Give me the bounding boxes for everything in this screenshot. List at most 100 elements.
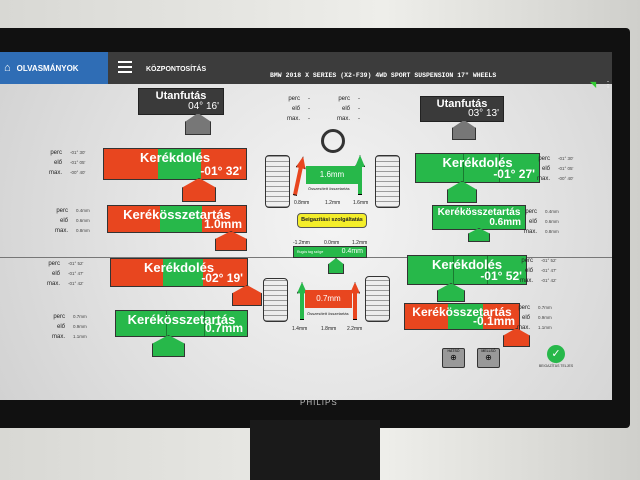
rear-zoom-button[interactable]: HÁTSÓ⊕ <box>442 348 465 368</box>
front-total-toe-bar: 1.6mm <box>306 166 358 184</box>
front_right-camber-elo: -01° 05' <box>558 166 574 171</box>
rr-toe-value: -0.1mm <box>472 314 515 328</box>
zoom-icon: ⊕ <box>485 353 492 362</box>
more-icon[interactable]: ⋮ <box>604 80 612 89</box>
front_right-camber-max: -00° 40' <box>558 176 574 181</box>
labels-perc: perc <box>48 261 60 267</box>
brand-logo: PHILIPS <box>300 398 338 407</box>
fl-camber-limits: perc-01° 30'elő-01° 05'max.-00° 40' <box>32 148 85 178</box>
labels-elo: elő <box>541 166 550 172</box>
rear_left-camber-max: -01° 42' <box>68 281 84 286</box>
readings-button[interactable]: ⌂OLVASMÁNYOK <box>0 52 108 84</box>
rear_right-camber-elo: -01° 47' <box>541 268 557 273</box>
labels-perc: perc <box>525 209 537 215</box>
caster-left-pointer <box>185 113 211 135</box>
fr-toe-value: 0.6mm <box>489 217 521 228</box>
fl-camber-panel: Kerékdolés-01° 32' <box>103 148 247 180</box>
rear-scale-max: 2.2mm <box>347 326 363 332</box>
thrust-scale-min: -1.2mm <box>293 240 310 246</box>
labels-elo: elő <box>341 106 350 112</box>
rear-right-tire <box>365 276 390 322</box>
front_left-camber-title: Kerékdolés <box>139 150 211 165</box>
labels-max: max. <box>51 334 65 340</box>
labels-perc: perc <box>56 208 68 214</box>
header-home_label: OLVASMÁNYOK <box>16 63 79 73</box>
buttons-front: MELLSŐ <box>481 349 496 353</box>
caster-center_dash: - <box>358 96 360 102</box>
fl-toe-value: 1.0mm <box>203 217 242 231</box>
front-zoom-button[interactable]: MELLSŐ⊕ <box>477 348 500 368</box>
menu-icon[interactable] <box>118 61 132 73</box>
rl-camber-pointer <box>232 285 262 306</box>
rl-camber-value: -02° 19' <box>201 271 243 285</box>
caster-left-limits: perc-elő-max.- <box>270 94 310 124</box>
rl-toe-value: 0.7mm <box>204 321 243 335</box>
front-scale-max: 1.6mm <box>353 200 369 206</box>
rear_right-toe-title: Kerékösszetartás <box>412 305 512 319</box>
fr-camber-panel: Kerékdolés-01° 27' <box>415 153 540 183</box>
caster-right-pointer <box>452 120 476 140</box>
front_left-camber-elo: -01° 05' <box>70 160 86 165</box>
rr-camber-value: -01° 52' <box>480 269 522 283</box>
labels-elo: elő <box>51 271 60 277</box>
front_right-camber-perc: -01° 30' <box>558 156 574 161</box>
rear-left-tire <box>263 278 288 322</box>
rl-toe-pointer <box>152 335 185 357</box>
rr-camber-limits: perc-01° 52'elő-01° 47'max.-01° 42' <box>503 256 556 286</box>
fl-toe-pointer <box>215 231 247 251</box>
rear_left-toe-max: 1.1mm <box>73 334 87 339</box>
complete-check-button[interactable]: ✓ <box>547 345 565 363</box>
rr-toe-pointer <box>503 328 530 347</box>
front_right-toe-perc: 0.4mm <box>545 209 559 214</box>
front-total-label: Összesített összetartás <box>308 186 350 191</box>
zoom-icon: ⊕ <box>450 353 457 362</box>
labels-elo: elő <box>291 106 300 112</box>
labels-max: max. <box>523 229 537 235</box>
labels-perc: perc <box>288 96 300 102</box>
labels-perc: perc <box>538 156 550 162</box>
labels-max: max. <box>516 325 530 331</box>
front_right-camber-title: Kerékdolés <box>442 155 513 170</box>
vehicle-title: BMW 2018 X SERIES (X2-F39) 4WD SPORT SUS… <box>270 72 497 79</box>
front-scale-min: 0.8mm <box>294 200 310 206</box>
rear_left-toe-perc: 0.7mm <box>73 314 87 319</box>
front_left-toe-perc: 0.4mm <box>76 208 90 213</box>
labels-perc: perc <box>518 305 530 311</box>
caster-center_dash: - <box>358 106 360 112</box>
labels-max: max. <box>48 170 62 176</box>
fl-camber-value: -01° 32' <box>200 164 242 178</box>
rear_right-toe-perc: 0.7mm <box>538 305 552 310</box>
caster-center_dash: - <box>308 116 310 122</box>
rr-toe-panel: Kerékösszetartás-0.1mm <box>404 303 520 330</box>
fr-camber-limits: perc -01° 30' elő -01° 05' max. -00° 40' <box>520 154 573 184</box>
rear-scale-mid: 1.8mm <box>321 326 337 332</box>
thrust-pointer <box>328 258 344 274</box>
labels-max: max. <box>536 176 550 182</box>
rear-scale-min: 1.4mm <box>292 326 308 332</box>
labels-elo: elő <box>56 324 65 330</box>
labels-perc: perc <box>53 314 65 320</box>
rear_right-camber-perc: -01° 52' <box>541 258 557 263</box>
rear_left-camber-elo: -01° 47' <box>68 271 84 276</box>
front_left-toe-title: Kerékösszetartás <box>123 207 231 222</box>
rear_right-camber-max: -01° 42' <box>541 278 557 283</box>
caster-center_dash: - <box>308 96 310 102</box>
caster-title: Utanfutás <box>436 98 488 110</box>
top-bar: ⌂OLVASMÁNYOK KÖZPONTOSÍTÁS BMW 2018 X SE… <box>0 52 612 89</box>
labels-elo: elő <box>524 268 533 274</box>
alignment-service-button[interactable]: Beigazítási szolgáltatás <box>297 213 367 228</box>
rear_right-camber-title: Kerékdolés <box>431 257 503 272</box>
monitor-stand <box>250 420 380 480</box>
rl-camber-panel: Kerékdolés-02° 19' <box>110 258 248 287</box>
center-thrust_label: Rugós tag szöge <box>297 250 324 254</box>
front_left-camber-perc: -01° 30' <box>70 150 86 155</box>
rl-camber-limits: perc-01° 52'elő-01° 47'max.-01° 42' <box>30 259 83 289</box>
